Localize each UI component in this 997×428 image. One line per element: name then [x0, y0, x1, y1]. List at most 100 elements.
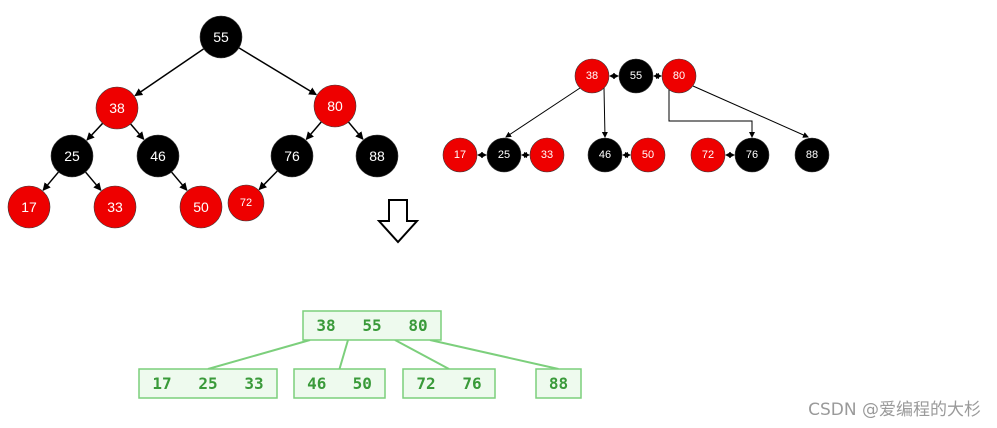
tree-node-17: 17 — [7, 185, 51, 229]
b-tree-key: 25 — [198, 374, 217, 393]
tree-node-label: 50 — [193, 199, 209, 215]
tree-node-label: 80 — [327, 98, 343, 114]
b-tree-nodes: 38 55 80 17 25 33 46 50 72 76 88 — [138, 310, 582, 399]
b-tree-key: 50 — [353, 374, 372, 393]
grouped-node-label: 38 — [586, 70, 598, 82]
b-tree-node-box — [402, 368, 496, 399]
b-tree-edges — [207, 339, 559, 370]
grouped-node-label: 46 — [599, 149, 611, 161]
grouped-node-label: 80 — [673, 70, 685, 82]
grouped-node-76: 76 — [734, 137, 770, 173]
tree-node-label: 46 — [150, 148, 166, 164]
tree-edge — [84, 171, 102, 191]
b-tree-edge — [207, 339, 311, 370]
grouped-node-circle — [794, 137, 830, 173]
grouped-node-33: 33 — [529, 137, 565, 173]
tree-edge — [258, 170, 278, 191]
grouped-node-circle — [486, 137, 522, 173]
grouped-tree-edges — [477, 73, 809, 158]
b-tree-key: 17 — [152, 374, 171, 393]
grouped-node-circle — [734, 137, 770, 173]
grouped-node-circle — [574, 58, 610, 94]
grouped-node-label: 72 — [702, 149, 714, 161]
grouped-node-72: 72 — [690, 137, 726, 173]
grouped-edge — [692, 85, 809, 138]
tree-node-label: 55 — [213, 29, 229, 45]
tree-node-circle — [355, 134, 399, 178]
grouped-node-circle — [587, 137, 623, 173]
grouped-node-25: 25 — [486, 137, 522, 173]
grouped-node-55: 55 — [618, 58, 654, 94]
grouped-node-label: 55 — [630, 70, 642, 82]
b-tree-child-node: 88 — [535, 368, 582, 399]
grouped-node-label: 76 — [746, 149, 758, 161]
grouped-edge — [668, 89, 755, 138]
tree-node-33: 33 — [93, 185, 137, 229]
grouped-red-black-tree: 38 55 80 17 25 33 46 50 72 76 88 — [442, 58, 830, 173]
tree-node-circle — [199, 15, 243, 59]
tree-node-55: 55 — [199, 15, 243, 59]
grouped-node-38: 38 — [574, 58, 610, 94]
grouped-node-label: 50 — [642, 149, 654, 161]
grouped-node-50: 50 — [630, 137, 666, 173]
b-tree-child-node: 72 76 — [402, 368, 496, 399]
grouped-node-circle — [442, 137, 478, 173]
tree-edge — [130, 123, 145, 141]
tree-node-circle — [179, 185, 223, 229]
tree-edge — [134, 48, 205, 97]
tree-edge — [238, 47, 318, 96]
tree-node-label: 25 — [64, 148, 80, 164]
tree-edge — [86, 122, 104, 141]
b-tree-root-node: 38 55 80 — [302, 310, 442, 341]
b-tree-key: 72 — [416, 374, 435, 393]
tree-node-label: 76 — [284, 148, 300, 164]
b-tree-key: 76 — [462, 374, 481, 393]
tree-edge — [42, 171, 60, 191]
b-tree-child-node: 17 25 33 — [138, 368, 278, 399]
grouped-node-circle — [661, 58, 697, 94]
b-tree-key: 55 — [362, 316, 381, 335]
tree-edge — [347, 121, 364, 140]
grouped-tree-nodes: 38 55 80 17 25 33 46 50 72 76 88 — [442, 58, 830, 173]
red-black-tree-edges — [42, 47, 364, 191]
tree-node-72: 72 — [227, 184, 265, 222]
b-tree-edge — [394, 339, 450, 370]
grouped-node-46: 46 — [587, 137, 623, 173]
grouped-node-label: 33 — [541, 149, 553, 161]
b-tree-child-node: 46 50 — [293, 368, 386, 399]
tree-node-label: 38 — [109, 100, 125, 116]
b-tree-node-box — [138, 368, 278, 399]
tree-node-circle — [227, 184, 265, 222]
tree-node-46: 46 — [136, 134, 180, 178]
b-tree-node-box — [535, 368, 582, 399]
tree-node-50: 50 — [179, 185, 223, 229]
b-tree-key: 46 — [307, 374, 326, 393]
tree-node-label: 33 — [107, 199, 123, 215]
tree-node-circle — [7, 185, 51, 229]
b-tree-key: 33 — [244, 374, 263, 393]
grouped-node-label: 17 — [454, 149, 466, 161]
b-tree-key: 80 — [408, 316, 427, 335]
grouped-node-circle — [529, 137, 565, 173]
tree-node-38: 38 — [95, 86, 139, 130]
tree-node-circle — [95, 86, 139, 130]
grouped-node-circle — [618, 58, 654, 94]
grouped-node-circle — [630, 137, 666, 173]
b-tree-key: 38 — [316, 316, 335, 335]
tree-node-25: 25 — [50, 134, 94, 178]
grouped-node-88: 88 — [794, 137, 830, 173]
grouped-node-80: 80 — [661, 58, 697, 94]
tree-edge — [305, 121, 322, 141]
b-tree-edge — [338, 339, 349, 370]
b-tree-edge — [429, 339, 559, 370]
tree-node-80: 80 — [313, 84, 357, 128]
tree-node-circle — [313, 84, 357, 128]
grouped-node-17: 17 — [442, 137, 478, 173]
grouped-node-label: 88 — [806, 149, 818, 161]
down-arrow-icon — [376, 199, 420, 244]
b-tree-key: 88 — [549, 374, 568, 393]
tree-node-circle — [93, 185, 137, 229]
